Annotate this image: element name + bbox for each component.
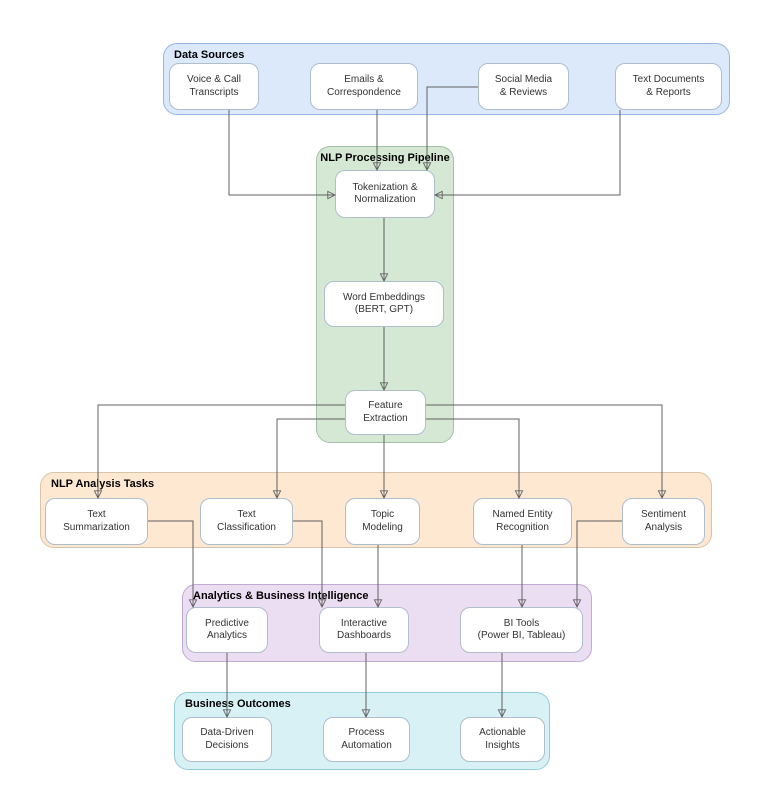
node-social-media-reviews: Social Media & Reviews xyxy=(478,63,569,110)
node-label: BI Tools (Power BI, Tableau) xyxy=(477,617,566,642)
node-label: Process Automation xyxy=(341,727,392,751)
node-predictive-analytics: Predictive Analytics xyxy=(186,607,268,653)
group-title-nlp-processing-pipeline: NLP Processing Pipeline xyxy=(320,152,450,164)
node-label: Tokenization & Normalization xyxy=(352,181,418,206)
node-text-documents-reports: Text Documents & Reports xyxy=(615,63,722,110)
node-label: Social Media & Reviews xyxy=(494,74,553,98)
node-label: Voice & Call Transcripts xyxy=(187,74,241,98)
node-voice-call-transcripts: Voice & Call Transcripts xyxy=(169,63,259,110)
node-label: Named Entity Recognition xyxy=(492,509,553,533)
node-interactive-dashboards: Interactive Dashboards xyxy=(319,607,409,653)
group-title-nlp-analysis-tasks: NLP Analysis Tasks xyxy=(51,478,155,490)
group-title-analytics-business-intelligence: Analytics & Business Intelligence xyxy=(193,590,369,602)
node-data-driven-decisions: Data-Driven Decisions xyxy=(182,717,272,762)
node-sentiment-analysis: Sentiment Analysis xyxy=(622,498,705,545)
node-label: Interactive Dashboards xyxy=(337,617,391,642)
node-process-automation: Process Automation xyxy=(323,717,410,762)
node-tokenization-normalization: Tokenization & Normalization xyxy=(335,170,435,218)
node-emails-correspondence: Emails & Correspondence xyxy=(310,63,418,110)
node-label: Text Classification xyxy=(217,509,276,533)
node-label: Feature Extraction xyxy=(363,400,408,424)
node-label: Actionable Insights xyxy=(479,727,526,751)
node-topic-modeling: Topic Modeling xyxy=(345,498,420,545)
node-feature-extraction: Feature Extraction xyxy=(345,390,426,435)
group-title-business-outcomes: Business Outcomes xyxy=(185,698,291,710)
node-actionable-insights: Actionable Insights xyxy=(460,717,545,762)
node-label: Word Embeddings (BERT, GPT) xyxy=(342,291,426,316)
node-label: Sentiment Analysis xyxy=(640,509,687,533)
node-bi-tools: BI Tools (Power BI, Tableau) xyxy=(460,607,583,653)
group-title-data-sources: Data Sources xyxy=(174,49,245,61)
node-label: Predictive Analytics xyxy=(205,617,249,642)
node-label: Text Documents & Reports xyxy=(632,74,705,98)
edge-textdocs-to-tokenization xyxy=(435,110,621,195)
node-label: Data-Driven Decisions xyxy=(200,727,254,751)
node-label: Text Summarization xyxy=(63,509,130,533)
node-named-entity-recognition: Named Entity Recognition xyxy=(473,498,572,545)
node-label: Topic Modeling xyxy=(362,509,403,533)
node-text-classification: Text Classification xyxy=(200,498,293,545)
node-label: Emails & Correspondence xyxy=(327,74,401,98)
node-text-summarization: Text Summarization xyxy=(45,498,148,545)
node-word-embeddings: Word Embeddings (BERT, GPT) xyxy=(324,281,444,327)
